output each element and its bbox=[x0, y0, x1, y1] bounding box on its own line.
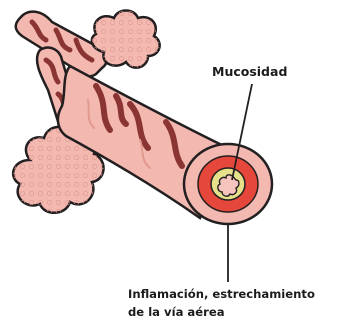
inflammation-label: Inflamación, estrechamiento de la vía aé… bbox=[128, 285, 315, 321]
inflammation-label-line2: de la vía aérea bbox=[128, 303, 315, 321]
mucus-label: Mucosidad bbox=[212, 64, 287, 79]
inflammation-label-line1: Inflamación, estrechamiento bbox=[128, 285, 315, 303]
